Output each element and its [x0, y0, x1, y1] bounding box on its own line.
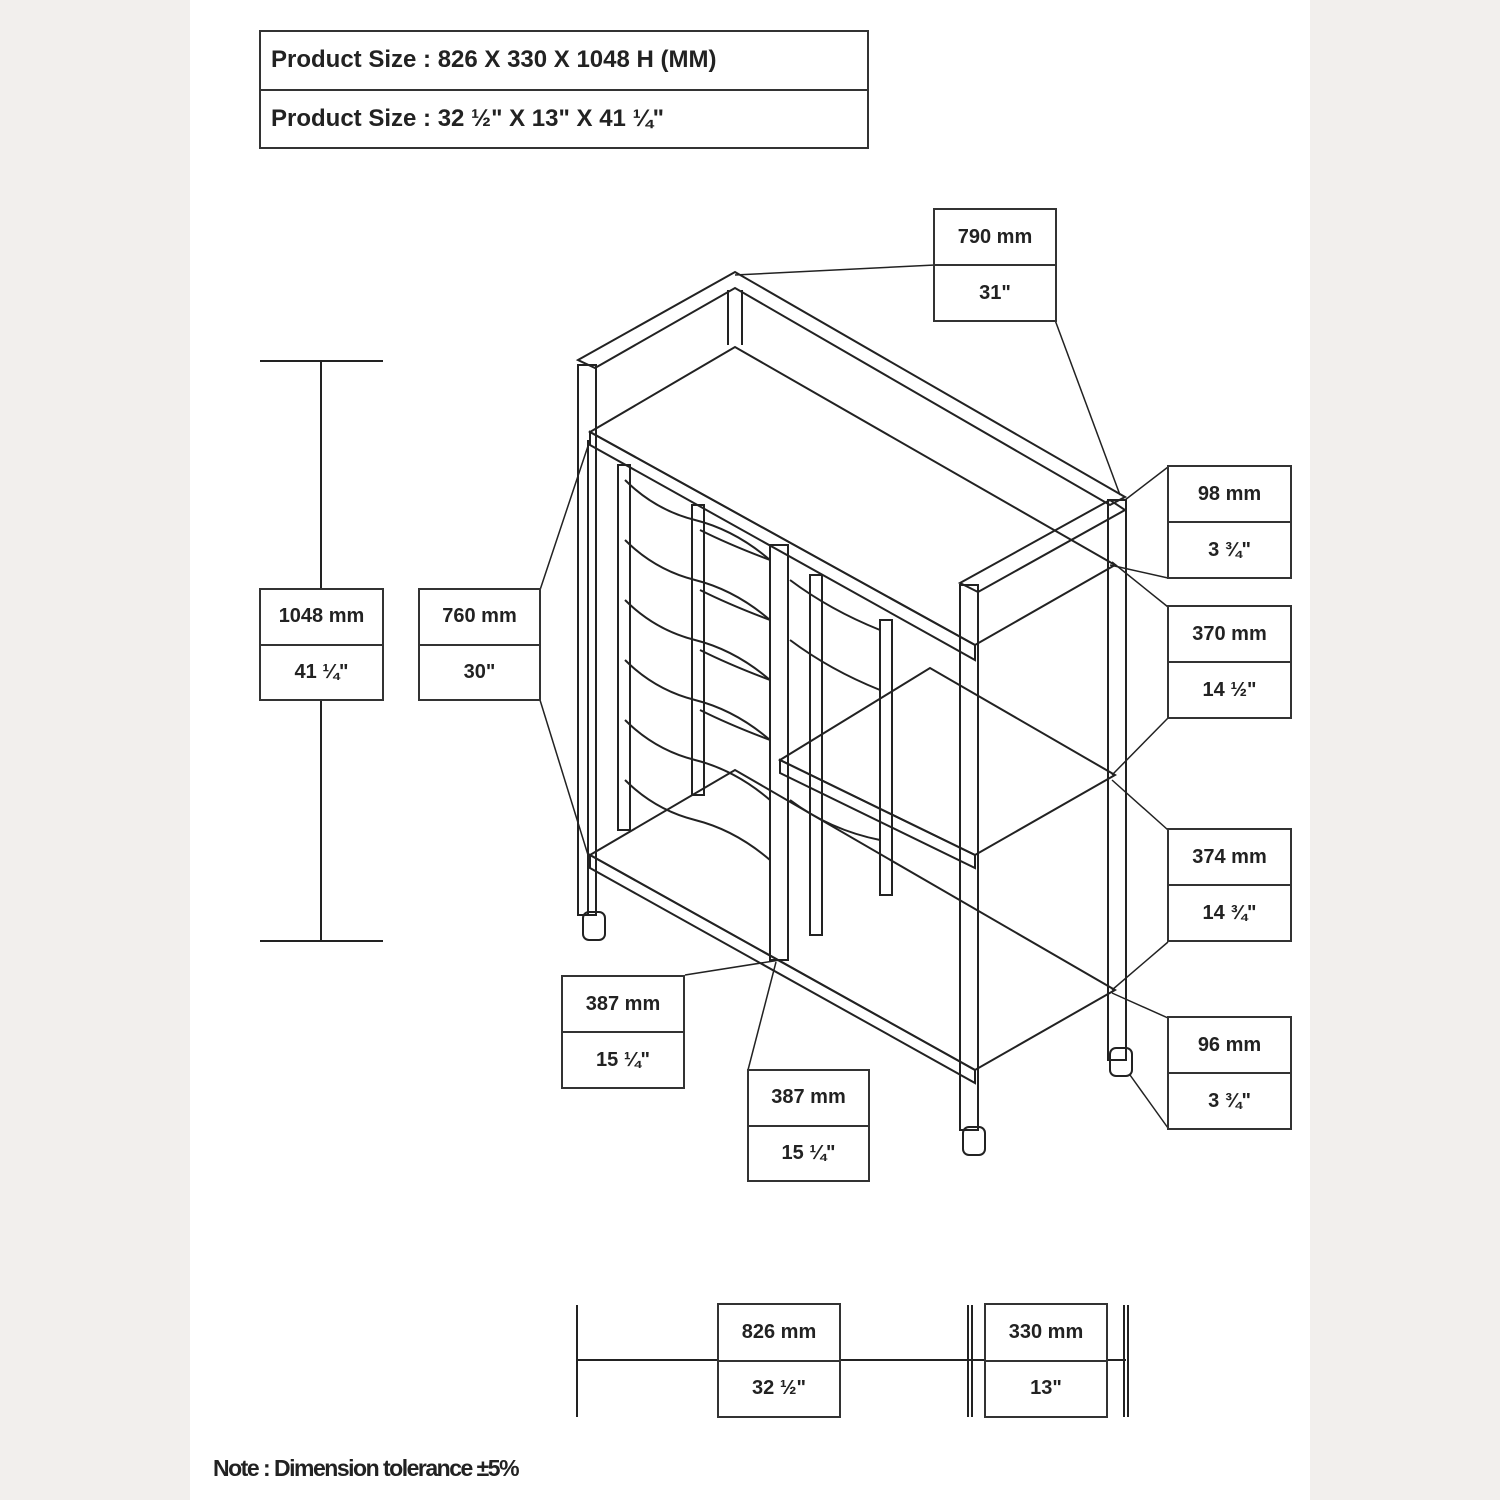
dim-inches: 31" — [935, 264, 1055, 320]
dim-box-body-height: 760 mm 30" — [418, 588, 541, 701]
dim-inches: 3 ¾" — [1169, 1072, 1290, 1128]
tolerance-note: Note : Dimension tolerance ±5% — [213, 1455, 520, 1481]
dim-box-top-rail: 790 mm 31" — [933, 208, 1057, 322]
dim-mm: 374 mm — [1192, 845, 1267, 868]
cart-frame — [575, 270, 1133, 1156]
dim-mm: 790 mm — [957, 225, 1033, 248]
dim-mm: 387 mm — [771, 1086, 846, 1109]
dim-box-depth: 330 mm 13" — [984, 1303, 1108, 1418]
dim-box-caster-height: 96 mm 3 ¾" — [1167, 1016, 1292, 1130]
dim-inches: 13" — [986, 1359, 1106, 1417]
dim-box-lower-shelf-gap: 374 mm 14 ¾" — [1167, 828, 1292, 942]
dim-inches: 14 ¾" — [1169, 884, 1290, 940]
product-size-inches: Product Size : 32 ½" X 13" X 41 ¼" — [261, 88, 867, 148]
dim-mm: 760 mm — [442, 605, 517, 628]
dim-inches: 3 ¾" — [1169, 521, 1290, 577]
dim-inches: 14 ½" — [1169, 661, 1290, 717]
drawing-sheet — [190, 0, 1310, 1500]
dim-mm: 98 mm — [1197, 482, 1262, 505]
product-size-mm: Product Size : 826 X 330 X 1048 H (MM) — [271, 46, 717, 74]
dim-inches: 41 ¼" — [261, 643, 382, 700]
dim-inches: 30" — [420, 643, 539, 700]
dim-box-rail-height: 98 mm 3 ¾" — [1167, 465, 1292, 579]
product-size-table: Product Size : 826 X 330 X 1048 H (MM) P… — [259, 30, 869, 149]
dim-mm: 826 mm — [741, 1320, 817, 1343]
dim-box-left-section: 387 mm 15 ¼" — [561, 975, 685, 1089]
dim-box-width: 826 mm 32 ½" — [717, 1303, 841, 1418]
dim-box-overall-height: 1048 mm 41 ¼" — [259, 588, 384, 701]
dim-box-upper-shelf-gap: 370 mm 14 ½" — [1167, 605, 1292, 719]
dim-inches: 32 ½" — [719, 1359, 839, 1417]
dim-mm: 96 mm — [1197, 1033, 1262, 1056]
dim-inches: 15 ¼" — [749, 1124, 868, 1181]
dim-inches: 15 ¼" — [563, 1031, 683, 1087]
dim-box-right-section: 387 mm 15 ¼" — [747, 1069, 870, 1182]
dim-mm: 330 mm — [1008, 1320, 1084, 1343]
leader-lines — [539, 264, 1169, 1129]
dim-mm: 1048 mm — [278, 605, 365, 628]
dim-mm: 370 mm — [1192, 622, 1267, 645]
dim-mm: 387 mm — [585, 992, 661, 1015]
